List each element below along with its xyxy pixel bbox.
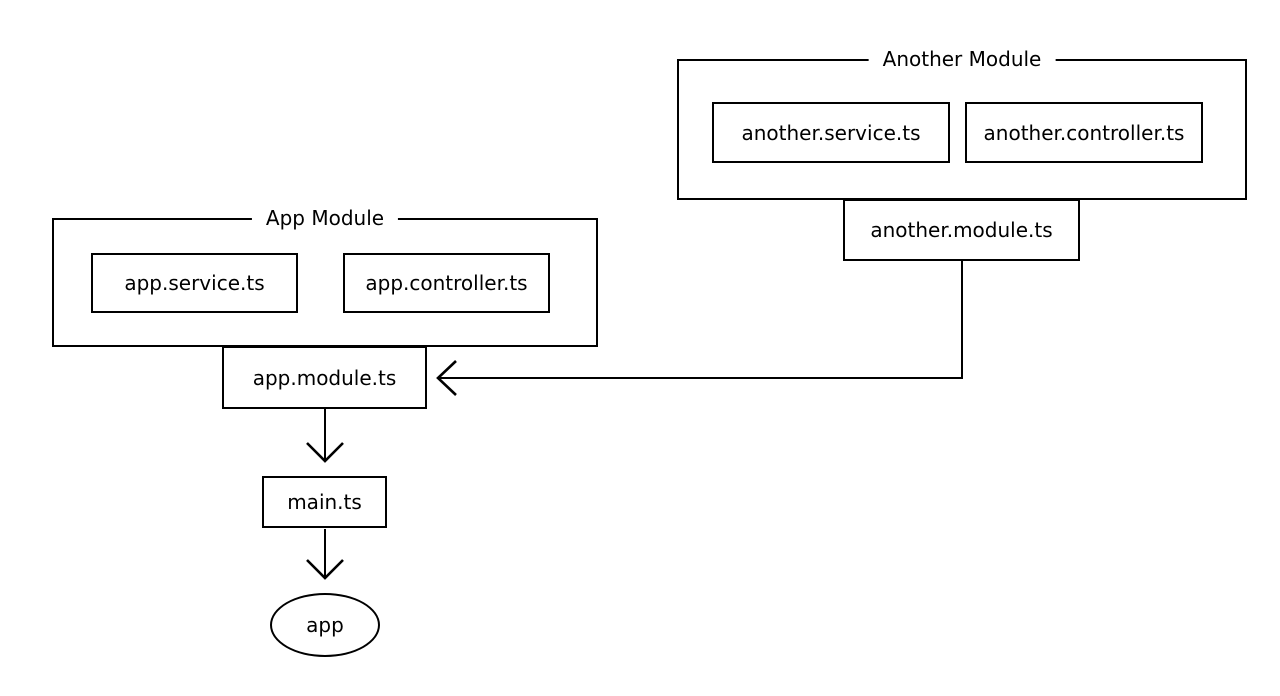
left-arrowhead-icon (436, 360, 457, 396)
edge-another-module-to-app-module (436, 261, 963, 396)
edge-line (440, 261, 963, 379)
node-app-terminal: app (270, 593, 380, 657)
node-app-module-file: app.module.ts (222, 346, 427, 409)
down-arrowhead-icon (306, 559, 344, 580)
another-module-title: Another Module (868, 46, 1056, 72)
node-another-controller: another.controller.ts (965, 102, 1203, 163)
down-arrowhead-icon (306, 442, 344, 463)
node-app-controller: app.controller.ts (343, 253, 550, 313)
app-module-container: App Module (52, 205, 598, 347)
node-another-module-file: another.module.ts (843, 199, 1080, 261)
edge-main-to-app (306, 529, 344, 580)
edge-app-module-to-main (306, 409, 344, 463)
node-main-ts: main.ts (262, 476, 387, 528)
node-app-service: app.service.ts (91, 253, 298, 313)
app-module-title: App Module (251, 205, 399, 231)
another-module-container: Another Module (677, 46, 1247, 200)
node-another-service: another.service.ts (712, 102, 950, 163)
